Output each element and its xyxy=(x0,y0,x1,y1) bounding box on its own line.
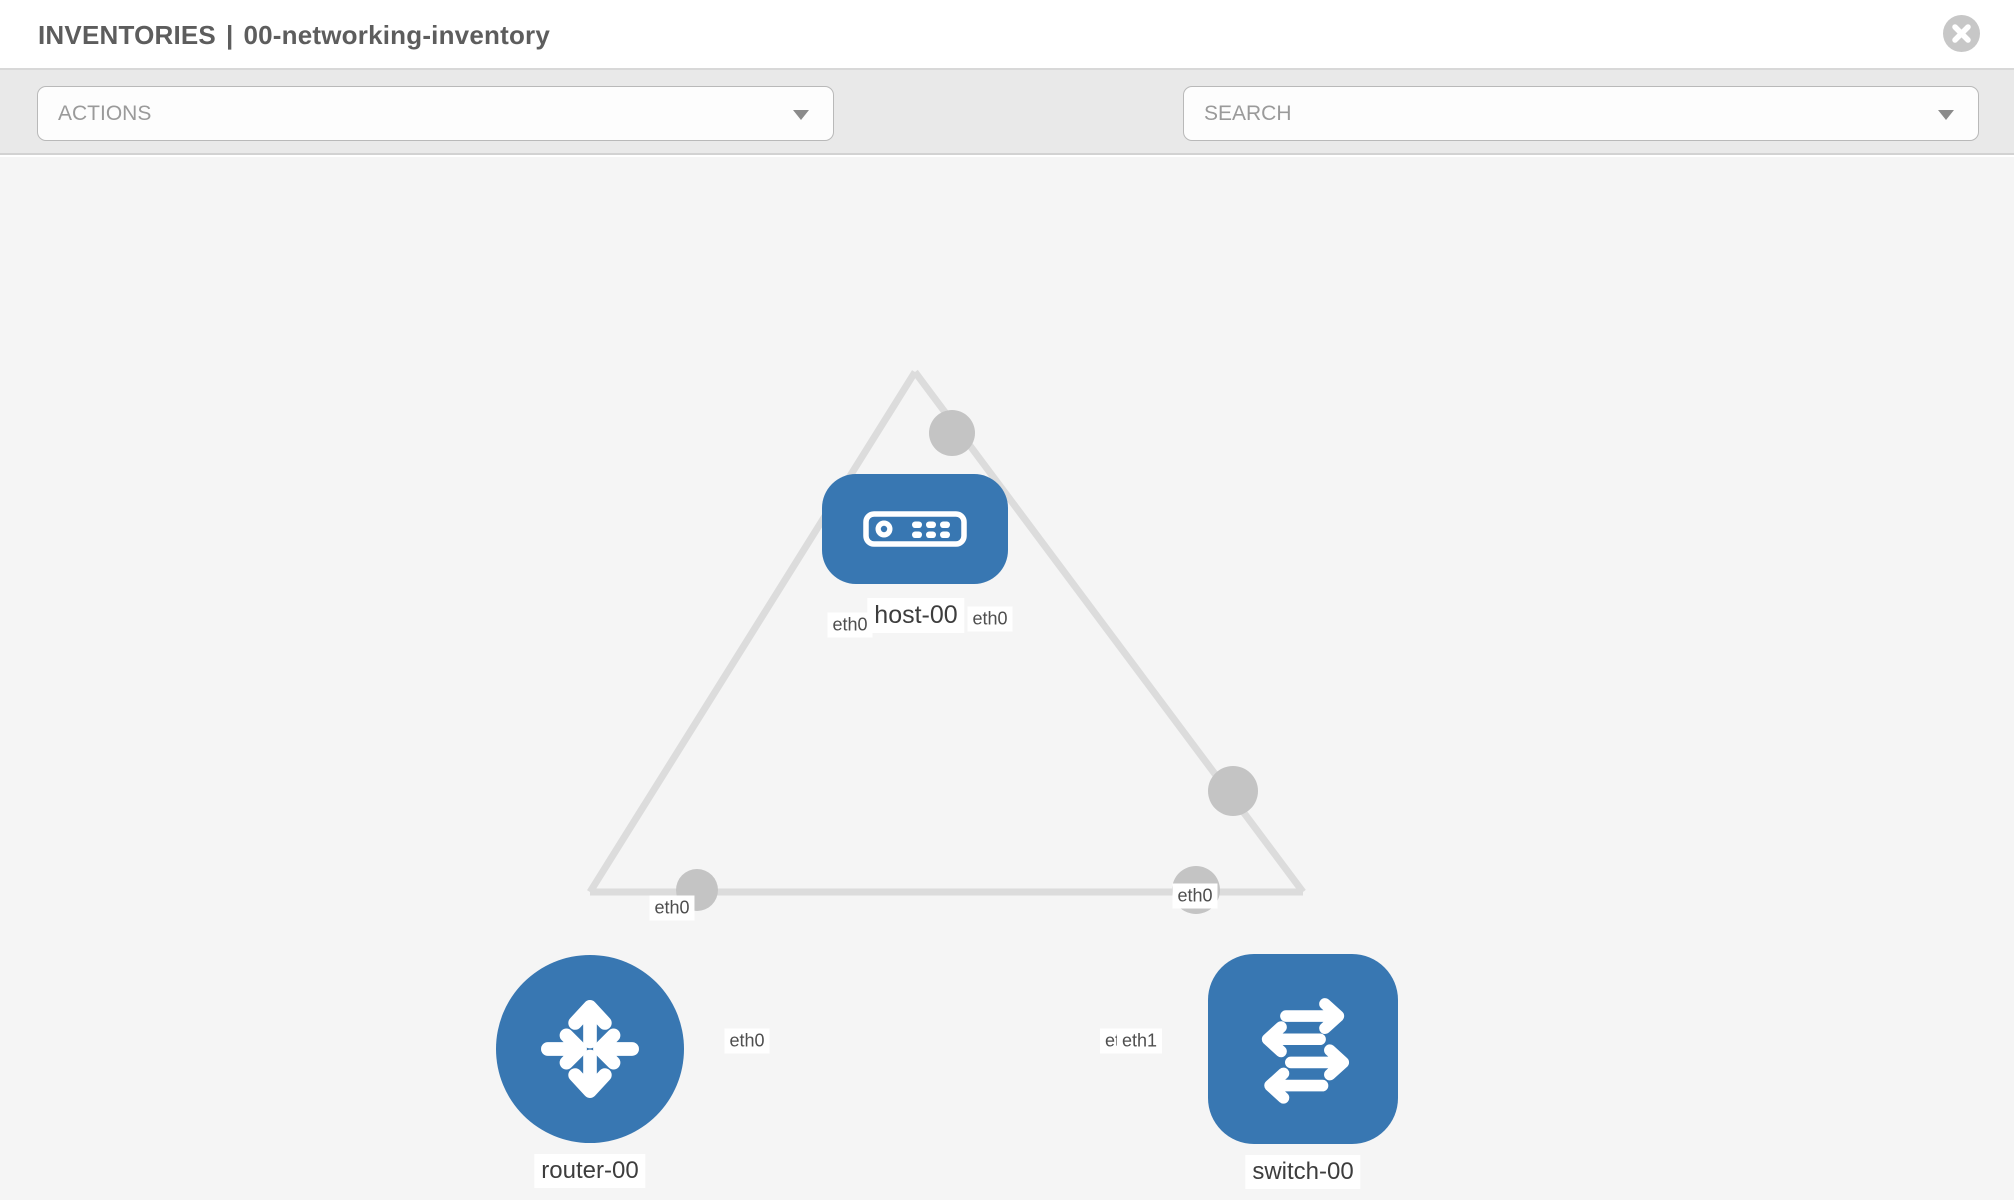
node-router-00[interactable] xyxy=(496,955,684,1143)
interface-label-router-eth0-to-switch: eth0 xyxy=(724,1028,770,1054)
toolbar: ACTIONS SEARCH xyxy=(0,70,2014,200)
actions-dropdown[interactable]: ACTIONS xyxy=(37,86,834,141)
link-host-router xyxy=(587,370,918,894)
close-button[interactable] xyxy=(1943,15,1980,52)
chevron-down-icon xyxy=(793,110,809,120)
node-label-switch-00: switch-00 xyxy=(1245,1155,1361,1189)
interface-dot xyxy=(929,410,975,456)
page-title: INVENTORIES | 00-networking-inventory xyxy=(38,0,550,70)
interface-label-host-eth0-to-router: eth0 xyxy=(827,612,873,638)
search-dropdown-label: SEARCH xyxy=(1204,102,1292,125)
topology-canvas[interactable]: host-00 router-00 switch-00 eth0 eth0 et… xyxy=(0,157,2014,1200)
actions-dropdown-label: ACTIONS xyxy=(58,102,152,125)
node-host-00[interactable] xyxy=(822,474,1008,584)
interface-label-router-eth0-to-host: eth0 xyxy=(649,895,695,921)
interface-label-host-eth0-to-switch: eth0 xyxy=(967,606,1013,632)
router-icon xyxy=(541,1000,639,1098)
host-icon xyxy=(863,511,967,547)
title-separator: | xyxy=(225,19,234,50)
close-icon xyxy=(1952,24,1971,43)
search-dropdown[interactable]: SEARCH xyxy=(1183,86,1979,141)
node-switch-00[interactable] xyxy=(1208,954,1398,1144)
topology-links-layer xyxy=(587,369,1306,914)
interface-dot xyxy=(1208,766,1258,816)
breadcrumb: INVENTORIES xyxy=(38,19,216,50)
inventory-name: 00-networking-inventory xyxy=(243,19,551,50)
node-label-host-00: host-00 xyxy=(867,598,965,633)
switch-icon xyxy=(1261,998,1350,1104)
link-host-switch xyxy=(912,369,1306,895)
node-label-router-00: router-00 xyxy=(534,1154,646,1188)
interface-label-switch-eth1-to-router: eth1 xyxy=(1117,1028,1163,1054)
header-bar: INVENTORIES | 00-networking-inventory xyxy=(0,0,2014,70)
interface-label-switch-eth0-to-host: eth0 xyxy=(1172,883,1218,909)
chevron-down-icon xyxy=(1938,110,1954,120)
